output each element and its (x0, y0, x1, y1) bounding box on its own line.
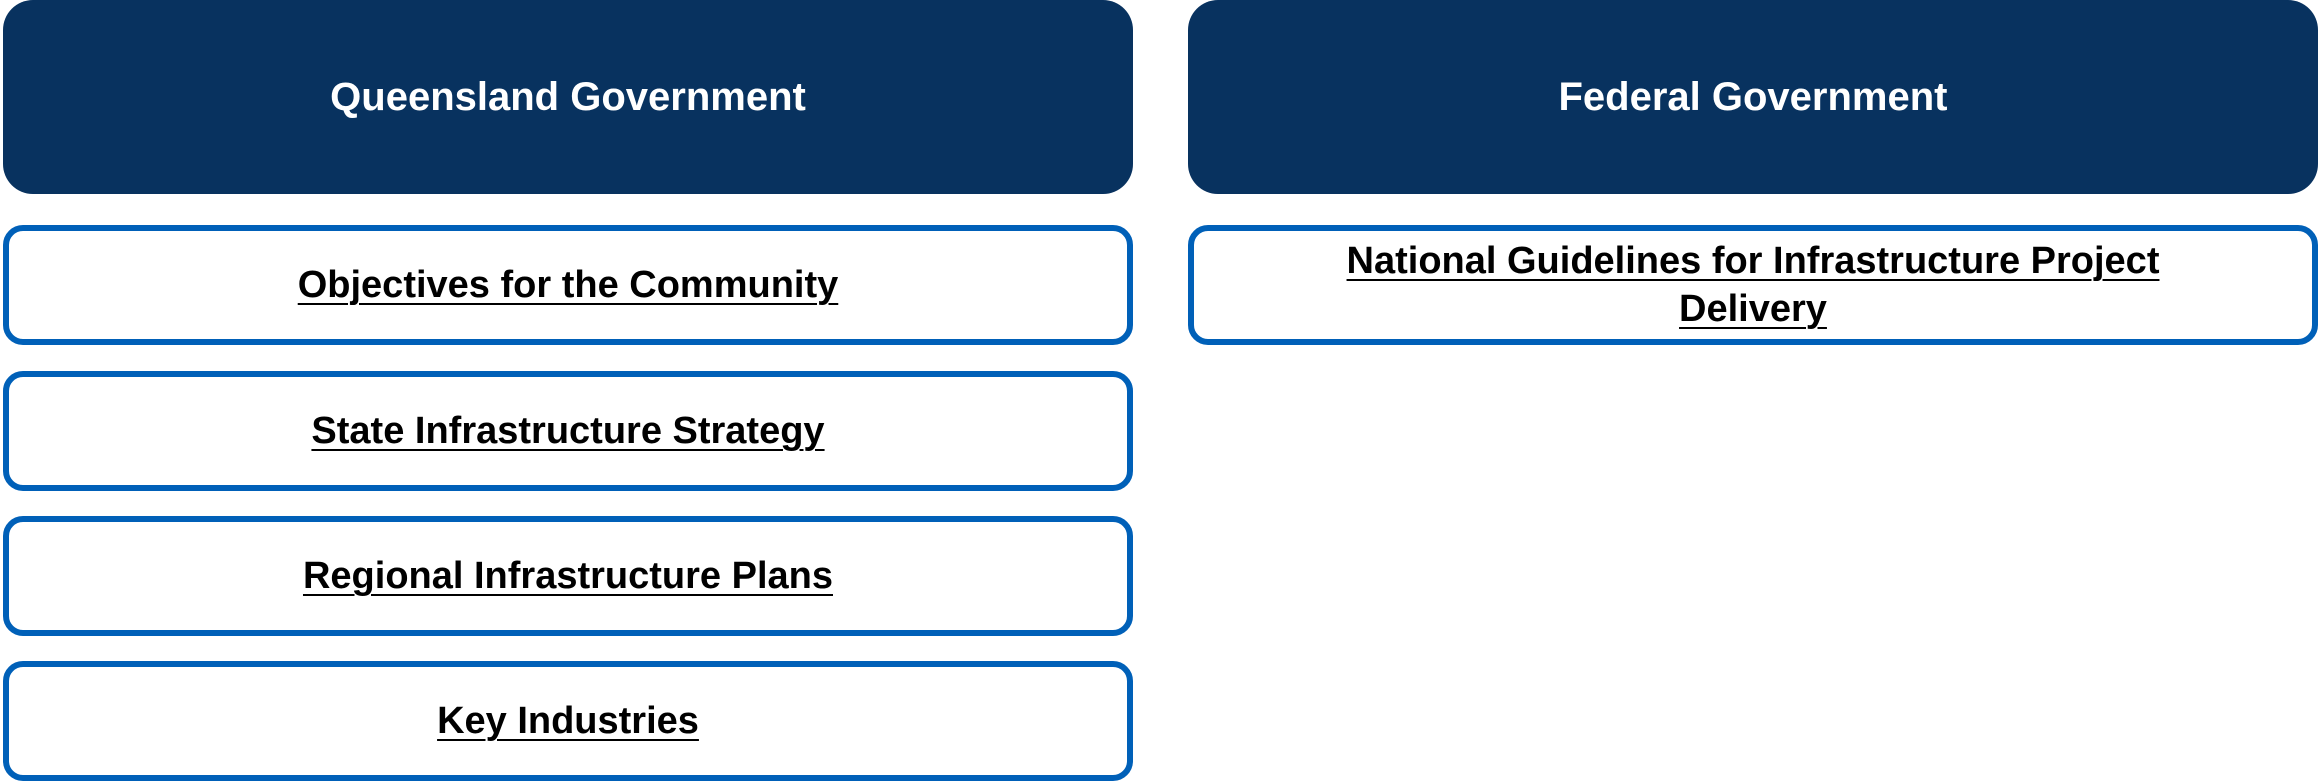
link-box-state-strategy: State Infrastructure Strategy (3, 371, 1133, 491)
link-box-objectives: Objectives for the Community (3, 225, 1133, 345)
key-industries-link[interactable]: Key Industries (437, 700, 699, 742)
queensland-government-header: Queensland Government (3, 0, 1133, 194)
national-guidelines-link[interactable]: National Guidelines for Infrastructure P… (1346, 240, 2160, 330)
regional-infrastructure-plans-link[interactable]: Regional Infrastructure Plans (302, 555, 833, 597)
federal-government-header: Federal Government (1188, 0, 2318, 194)
link-box-key-industries: Key Industries (3, 661, 1133, 781)
state-infrastructure-strategy-link[interactable]: State Infrastructure Strategy (311, 410, 825, 452)
objectives-for-the-community-link[interactable]: Objectives for the Community (297, 264, 839, 306)
link-box-regional-plans: Regional Infrastructure Plans (3, 516, 1133, 636)
link-box-national-guidelines: National Guidelines for Infrastructure P… (1188, 225, 2318, 345)
